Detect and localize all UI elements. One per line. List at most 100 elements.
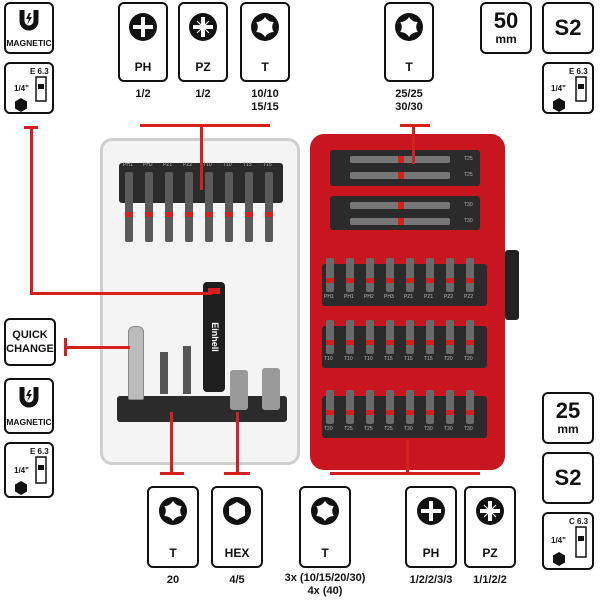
bit (446, 390, 454, 424)
bit (326, 390, 334, 424)
hex-shank-badge-top: E 6.3 1/4" (4, 62, 54, 114)
bit-size-label: PZ2 (183, 162, 193, 168)
bit-marker (398, 156, 404, 163)
bit-marker (466, 340, 474, 345)
case-latch (505, 250, 519, 320)
torx-icon (395, 13, 423, 41)
bit-marker (326, 340, 334, 345)
length-50mm-badge: 50 mm (480, 2, 532, 54)
bit-size-label: T20 (464, 356, 473, 362)
connector-t20-foot (160, 472, 184, 475)
magnet-icon (19, 387, 39, 408)
short-bit-t20 (160, 352, 168, 394)
ph-label: PH (134, 60, 152, 74)
bit (366, 320, 374, 354)
bit-marker (398, 218, 404, 225)
hexagon-icon (553, 98, 565, 112)
bit-marker (145, 212, 153, 217)
torx-bit-box-top: T (240, 2, 290, 82)
bit-marker (386, 278, 394, 283)
hex-size: 1/4" (551, 84, 566, 93)
bit (466, 390, 474, 424)
bit-size-label: T10 (344, 356, 353, 362)
bit-size-label: T25 (364, 426, 373, 432)
bit-size-label: T20 (324, 426, 333, 432)
magnetic-bit-holder: Einhell (203, 282, 225, 392)
torx-t20-box: T (147, 486, 199, 568)
bit-marker (165, 212, 173, 217)
bit-marker (426, 278, 434, 283)
bit (426, 320, 434, 354)
bit-size-label: T25 (464, 172, 473, 178)
bit (225, 172, 233, 242)
bit-marker (386, 410, 394, 415)
length-value: 50 (493, 8, 519, 33)
connector-hex-foot (224, 472, 250, 475)
bit-size-label: PH3 (384, 294, 394, 300)
bit (366, 390, 374, 424)
bit-size-label: PH1 (123, 162, 133, 168)
bit-size-label: T30 (464, 426, 473, 432)
bit-marker (406, 340, 414, 345)
material-label: S2 (554, 15, 582, 40)
hex-caption: 4/5 (229, 574, 245, 586)
connector-long-bar (400, 124, 430, 127)
torx-long-bit-box: T (384, 2, 434, 82)
magnetic-label: MAGNETIC (6, 38, 52, 48)
hexagon-icon (553, 552, 565, 566)
length-25mm-badge: 25 mm (542, 392, 594, 444)
ph-caption-top: 1/2 (135, 88, 151, 100)
length-value: 25 (555, 398, 581, 423)
bit-marker (406, 278, 414, 283)
torx-label: T (261, 60, 269, 74)
bit-size-label: T30 (404, 426, 413, 432)
bit (165, 172, 173, 242)
torx-t20-caption: 20 (166, 574, 180, 586)
magnetic-badge-top: MAGNETIC (4, 2, 54, 54)
connector-long-stem (412, 124, 415, 164)
hexagon-icon (15, 481, 27, 495)
material-label: S2 (554, 465, 582, 490)
hex-code: E 6.3 (30, 447, 49, 456)
connector-magnetic-bar (30, 292, 212, 295)
bit-size-label: PZ2 (464, 294, 474, 300)
hex-size: 1/4" (14, 466, 29, 475)
bit (406, 390, 414, 424)
short-bit-t20 (183, 346, 191, 394)
ph-bit-box-bottom: PH (405, 486, 457, 568)
bit-marker (346, 278, 354, 283)
bit (406, 320, 414, 354)
bit-shank-icon (575, 76, 587, 102)
bit (185, 172, 193, 242)
bit-size-label: PH1 (344, 294, 354, 300)
bit-size-label: T15 (243, 162, 252, 168)
hex-nut-icon (223, 497, 251, 525)
pozidriv-icon (476, 497, 504, 525)
quick-change-badge: QUICK CHANGE (4, 318, 56, 366)
bit-marker (426, 340, 434, 345)
bit-marker (185, 212, 193, 217)
bit (426, 390, 434, 424)
bit-size-label: PZ1 (404, 294, 414, 300)
bit-marker (225, 212, 233, 217)
bit-marker (426, 410, 434, 415)
bit-marker (366, 340, 374, 345)
bit-size-label: T15 (424, 356, 433, 362)
hexagon-icon (15, 98, 27, 112)
length-unit: mm (557, 422, 579, 436)
bit (326, 320, 334, 354)
bit-size-label: T30 (464, 202, 473, 208)
hex-size: 1/4" (551, 536, 566, 545)
bit-size-label: T15 (404, 356, 413, 362)
phillips-icon (417, 497, 445, 525)
bit-marker (446, 340, 454, 345)
bit-size-label: T10 (364, 356, 373, 362)
bit-marker (125, 212, 133, 217)
bit (205, 172, 213, 242)
magnetic-badge-bottom: MAGNETIC (4, 378, 54, 434)
bit-size-label: T15 (263, 162, 272, 168)
nut-setter-4 (230, 370, 248, 410)
hex-shank-badge-right-top: E 6.3 1/4" (542, 62, 594, 114)
quick-change-adapter (128, 326, 144, 400)
connector-hex (236, 412, 239, 472)
